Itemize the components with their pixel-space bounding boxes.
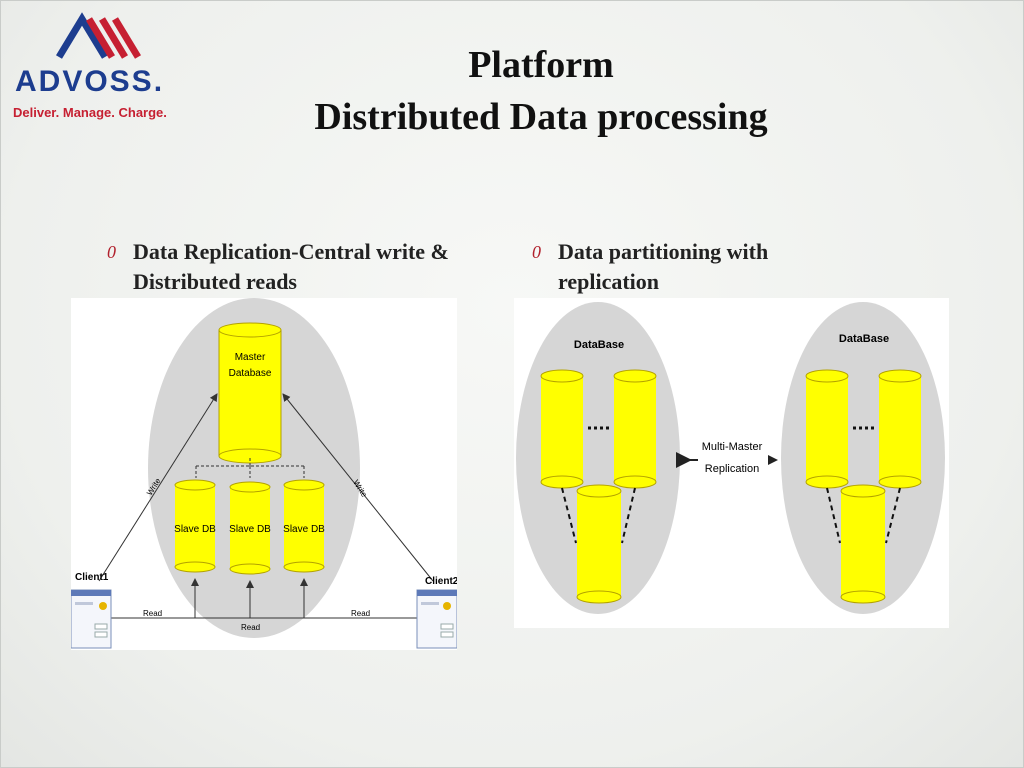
slave-label: Slave DB <box>229 524 271 535</box>
partition-cylinder <box>613 369 657 489</box>
write-arrow-right <box>282 393 434 582</box>
write-arrow-left <box>98 393 218 582</box>
partition-cylinder <box>540 369 584 489</box>
read-label-left: Read <box>143 609 162 618</box>
bullet-replication: 0 Data Replication-Central write & Distr… <box>107 237 503 297</box>
client1-label: Client1 <box>75 572 109 583</box>
page-title: Platform Distributed Data processing <box>231 39 851 143</box>
logo-wordmark: ADVOSS. <box>15 65 165 98</box>
logo-tagline: Deliver. Manage. Charge. <box>13 105 167 120</box>
replication-diagram: Master Database <box>70 298 459 650</box>
partitioning-diagram: DataBase DataBase <box>514 298 949 628</box>
read-label-right: Read <box>351 609 370 618</box>
client2-window-icon <box>416 589 458 649</box>
database-label-left: DataBase <box>574 339 624 351</box>
client1-window-icon <box>70 589 112 649</box>
partition-cylinder <box>576 484 622 604</box>
slave-db-cylinder <box>174 479 216 573</box>
database-label-right: DataBase <box>839 333 889 345</box>
replication-label-1: Multi-Master <box>702 441 763 453</box>
master-label-1: Master <box>235 352 266 363</box>
bullet-text: Data Replication-Central write & Distrib… <box>133 239 449 294</box>
bullet-text: Data partitioning with replication <box>558 239 769 294</box>
slave-label: Slave DB <box>283 524 325 535</box>
partition-cylinder <box>840 484 886 604</box>
advoss-logo: ADVOSS. Deliver. Manage. Charge. <box>7 9 197 124</box>
title-line-2: Distributed Data processing <box>314 96 768 138</box>
partition-cylinder <box>805 369 849 489</box>
master-label-2: Database <box>229 368 272 379</box>
logo-mark-icon <box>56 12 141 59</box>
master-database-cylinder <box>218 322 282 464</box>
client2-label: Client2 <box>425 576 457 587</box>
partition-cylinder <box>878 369 922 489</box>
title-line-1: Platform <box>468 44 614 86</box>
read-label-center: Read <box>241 623 260 632</box>
slave-db-cylinder <box>229 481 271 575</box>
bullet-marker: 0 <box>532 242 541 262</box>
slave-label: Slave DB <box>174 524 216 535</box>
bullet-partitioning: 0 Data partitioning with replication <box>532 237 858 297</box>
replication-label-2: Replication <box>705 463 759 475</box>
bullet-marker: 0 <box>107 242 116 262</box>
slave-db-cylinder <box>283 479 325 573</box>
